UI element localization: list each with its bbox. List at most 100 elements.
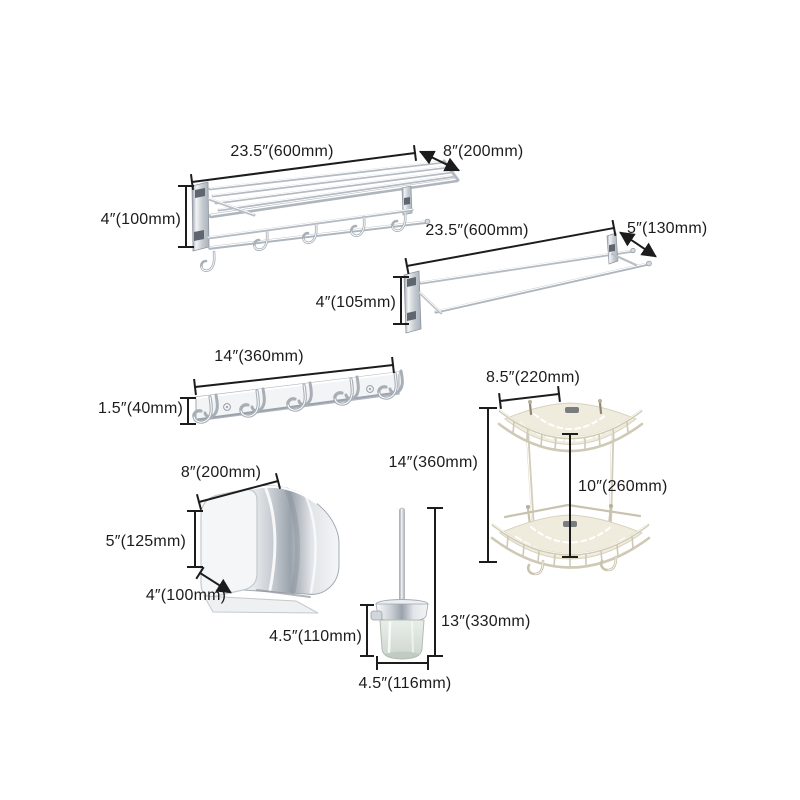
- corner-basket-width-dimension: [498, 385, 561, 410]
- five-hook-rail: 14″(360mm) 1.5″(40mm): [98, 348, 404, 425]
- toilet-paper-holder: 8″(200mm) 5″(125mm) 4″(100mm): [106, 464, 340, 614]
- mount-screw-block: [609, 244, 615, 252]
- cover-shade: [284, 487, 301, 595]
- mount-screw-block: [407, 277, 416, 287]
- hook: [302, 222, 318, 244]
- corner-basket-tier-label: 10″(260mm): [578, 478, 667, 495]
- towel-bar-height-dimension: [393, 276, 409, 325]
- hook: [192, 393, 219, 424]
- bottom-shadow: [256, 589, 311, 598]
- paper-holder-width-label: 8″(200mm): [181, 464, 261, 481]
- guard-ball: [609, 504, 613, 508]
- paper-holder-depth-label: 4″(100mm): [146, 587, 226, 604]
- brush-total-height-dimension: [427, 507, 443, 657]
- brush-holder-height-label: 4.5″(110mm): [269, 628, 362, 645]
- brush-total-height-label: 13″(330mm): [441, 613, 530, 630]
- cup-highlight: [411, 621, 414, 653]
- shelf-front-frame: [208, 177, 460, 219]
- cover-highlight: [304, 495, 317, 594]
- towel-bar-width-dimension: [404, 219, 617, 275]
- paper-holder-height-dimension: [187, 510, 203, 568]
- lower-hook-bar: [206, 208, 414, 240]
- paper-holder-width-dimension: [195, 472, 282, 511]
- towel-bar-width-label: 23.5″(600mm): [425, 222, 528, 239]
- cup-highlight: [387, 620, 392, 654]
- corner-basket-tier-dimension: [562, 433, 578, 558]
- mount-screw-block: [404, 197, 410, 205]
- towel-rack-height-label: 4″(100mm): [101, 211, 181, 228]
- towel-rack-depth-dimension: [418, 150, 461, 172]
- paper-holder-height-label: 5″(125mm): [106, 533, 186, 550]
- corner-basket-height-label: 14″(360mm): [389, 454, 478, 471]
- towel-rack-width-label: 23.5″(600mm): [230, 143, 333, 160]
- rail-top-edge: [196, 372, 399, 399]
- mount-screw-block: [195, 188, 205, 198]
- holder-collar: [375, 603, 429, 621]
- shelf-rail: [217, 174, 457, 212]
- left-swing-arm: [418, 291, 443, 315]
- hook: [333, 375, 360, 406]
- hook: [350, 215, 366, 237]
- hook: [239, 387, 266, 418]
- shelf-rail: [214, 170, 454, 205]
- towel-bar-illustration: [403, 232, 652, 334]
- rail-hooks: [192, 369, 404, 424]
- towel-bar-depth-label: 5″(130mm): [627, 220, 707, 237]
- paper-holder-depth-dimension: [195, 566, 232, 594]
- wall-tab: [370, 610, 383, 621]
- corner-basket-width-label: 8.5″(220mm): [486, 369, 580, 386]
- cup-shadow: [385, 651, 419, 659]
- shelf-rail: [208, 160, 446, 191]
- toilet-brush-illustration: [370, 507, 429, 660]
- folding-towel-rack-with-shelf: 23.5″(600mm) 8″(200mm) 4″(100mm): [101, 143, 523, 272]
- hook: [526, 559, 545, 576]
- bottom-lip: [203, 595, 319, 614]
- shelf-rail: [211, 165, 450, 198]
- bottom-basket: [490, 503, 651, 576]
- rail-screw: [223, 403, 231, 411]
- right-swing-arm: [610, 252, 638, 267]
- brush-holder-width-dimension: [376, 656, 429, 670]
- towel-bar-depth-dimension: [619, 231, 657, 258]
- guard-ball: [526, 505, 530, 509]
- towel-bar-height-label: 4″(105mm): [316, 294, 396, 311]
- hook-rail-width-dimension: [193, 356, 395, 396]
- brush-holder-width-label: 4.5″(116mm): [359, 675, 452, 692]
- two-tier-corner-basket: 8.5″(220mm) 14″(360mm) 10″(260mm): [389, 369, 667, 576]
- mount-screw-block: [194, 230, 204, 241]
- hook-rail-width-label: 14″(360mm): [214, 348, 303, 365]
- brush-holder-height-dimension: [360, 604, 374, 657]
- hook-rail-height-dimension: [180, 397, 196, 425]
- hook: [286, 381, 313, 412]
- mount-screw-block: [407, 311, 416, 321]
- rail-screw: [366, 385, 374, 393]
- rim-balusters: [506, 535, 634, 568]
- hook: [391, 210, 407, 232]
- towel-rack-illustration: [191, 159, 460, 272]
- double-towel-bar: 23.5″(600mm) 5″(130mm) 4″(105mm): [316, 219, 707, 334]
- towel-rack-depth-label: 8″(200mm): [443, 143, 523, 160]
- holder-front-face: [200, 488, 258, 598]
- paper-holder-illustration: [200, 485, 340, 614]
- corner-basket-height-dimension: [479, 407, 497, 563]
- corner-joint: [565, 407, 579, 413]
- toilet-brush-with-holder: 4.5″(110mm) 13″(330mm) 4.5″(116mm): [269, 507, 530, 692]
- cover-highlight: [264, 487, 277, 592]
- hook-rail-illustration: [192, 369, 404, 424]
- rail-bottom-edge: [196, 391, 399, 421]
- front-bar: [434, 260, 652, 314]
- brush-handle: [399, 507, 405, 605]
- hook: [253, 229, 269, 251]
- mesh-slots: [533, 413, 608, 430]
- hook: [599, 555, 618, 572]
- hook: [200, 250, 216, 272]
- hook: [377, 369, 404, 400]
- corner-post: [598, 399, 603, 415]
- corner-post: [528, 400, 533, 416]
- top-bar: [419, 247, 636, 285]
- mesh-slots: [530, 526, 612, 544]
- towel-rack-height-dimension: [178, 185, 194, 248]
- hanging-hooks: [200, 210, 407, 272]
